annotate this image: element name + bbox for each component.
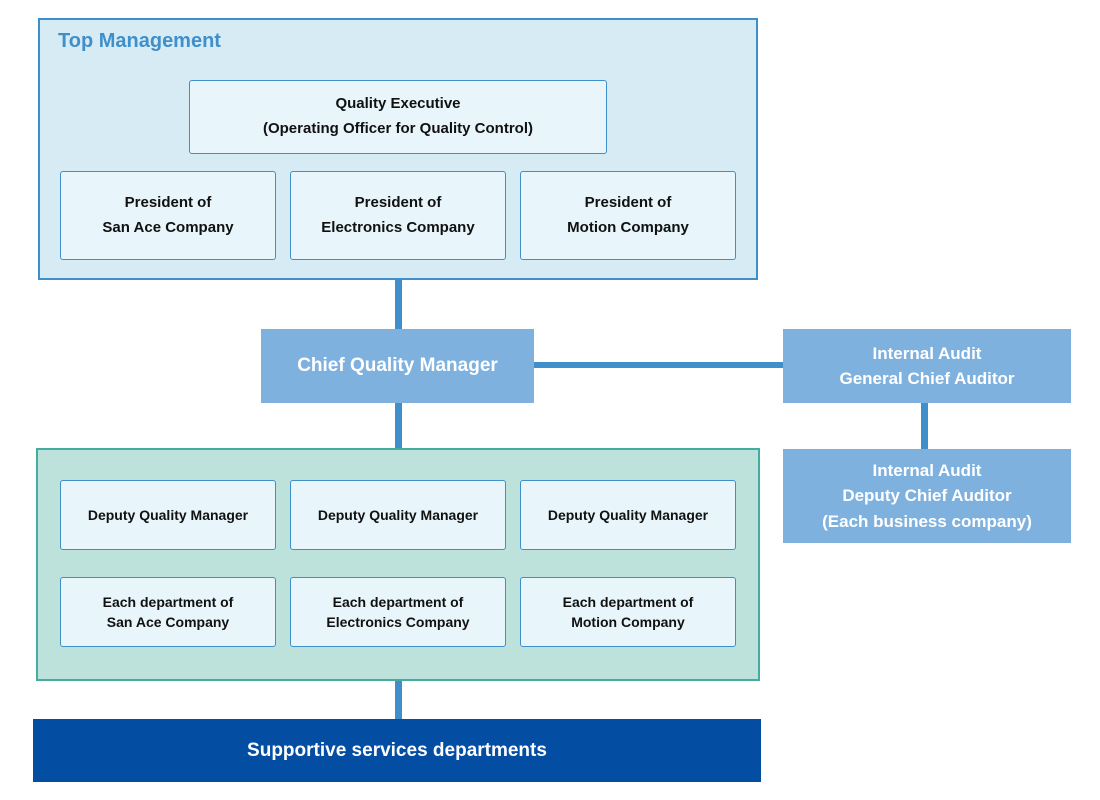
deputy-manager-label: Deputy Quality Manager [547, 506, 709, 523]
department-electronics-box: Each department of Electronics Company [290, 577, 506, 647]
internal-audit-label: Internal Audit [872, 343, 982, 363]
company-label: Motion Company [571, 614, 685, 630]
department-motion-box: Each department of Motion Company [520, 577, 736, 647]
company-label: Electronics Company [326, 614, 470, 630]
department-label: Each department of [562, 593, 694, 610]
deputy-manager-electronics-box: Deputy Quality Manager [290, 480, 506, 550]
deputy-chief-auditor-label: Deputy Chief Auditor [842, 486, 1012, 506]
president-electronics-box: President of Electronics Company [290, 171, 506, 260]
company-label: Motion Company [567, 218, 689, 236]
department-label: Each department of [332, 593, 464, 610]
president-motion-box: President of Motion Company [520, 171, 736, 260]
company-label: San Ace Company [102, 218, 234, 236]
general-chief-auditor-label: General Chief Auditor [839, 369, 1015, 388]
deputy-manager-label: Deputy Quality Manager [87, 506, 249, 523]
deputy-manager-san-ace-box: Deputy Quality Manager [60, 480, 276, 550]
each-business-company-label: (Each business company) [822, 511, 1032, 531]
supportive-services-label: Supportive services departments [247, 739, 547, 761]
president-label: President of [354, 193, 442, 211]
quality-executive-title: Quality Executive [335, 95, 461, 113]
quality-executive-subtitle: (Operating Officer for Quality Control) [262, 120, 533, 137]
president-label: President of [584, 193, 672, 211]
department-label: Each department of [102, 593, 234, 610]
connector-cqm-to-audit [533, 362, 784, 368]
company-label: San Ace Company [106, 614, 230, 630]
president-san-ace-box: President of San Ace Company [60, 171, 276, 260]
connector-audit-general-to-deputy [921, 402, 928, 450]
connector-to-support [395, 680, 402, 720]
top-management-title: Top Management [58, 30, 221, 52]
connector-cqm-to-deputies [395, 402, 402, 449]
department-san-ace-box: Each department of San Ace Company [60, 577, 276, 647]
supportive-services-box: Supportive services departments [33, 719, 761, 782]
internal-audit-deputy-box: Internal Audit Deputy Chief Auditor (Eac… [783, 449, 1071, 543]
deputy-manager-motion-box: Deputy Quality Manager [520, 480, 736, 550]
internal-audit-general-box: Internal Audit General Chief Auditor [783, 329, 1071, 403]
internal-audit-label: Internal Audit [872, 460, 982, 480]
president-label: President of [124, 193, 212, 211]
quality-executive-box: Quality Executive (Operating Officer for… [189, 80, 607, 154]
chief-quality-manager-label: Chief Quality Manager [297, 355, 498, 376]
company-label: Electronics Company [321, 218, 475, 236]
deputy-manager-label: Deputy Quality Manager [317, 506, 479, 523]
chief-quality-manager-box: Chief Quality Manager [261, 329, 534, 403]
connector-top-to-cqm [395, 280, 402, 330]
